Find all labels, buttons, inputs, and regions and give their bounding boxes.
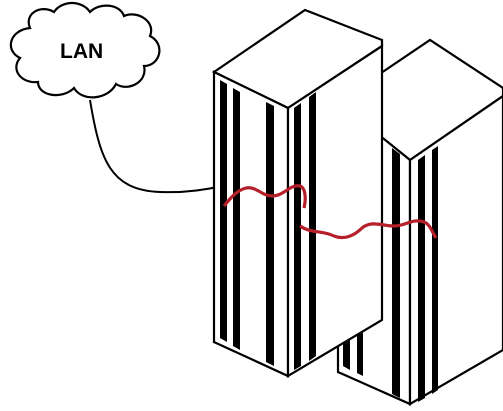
rack-1-stripe — [294, 103, 301, 370]
interconnect-cable-2 — [299, 219, 438, 240]
rack-interconnect — [222, 184, 438, 240]
rack-1-stripe — [233, 88, 240, 350]
cloud-label: LAN — [60, 40, 103, 63]
rack-1-stripe — [266, 102, 274, 366]
cloud-icon — [9, 1, 161, 99]
lan-cloud: LAN — [9, 1, 161, 99]
rack-2-stripe — [392, 148, 400, 398]
rack-1-stripe — [220, 80, 227, 342]
server-rack-1 — [211, 8, 384, 378]
lan-cable — [89, 99, 223, 194]
rack-2-stripe — [432, 146, 438, 394]
interconnect-cable-1 — [222, 184, 307, 209]
rack-2-stripe — [418, 155, 425, 402]
rack-1-stripe — [309, 92, 316, 361]
